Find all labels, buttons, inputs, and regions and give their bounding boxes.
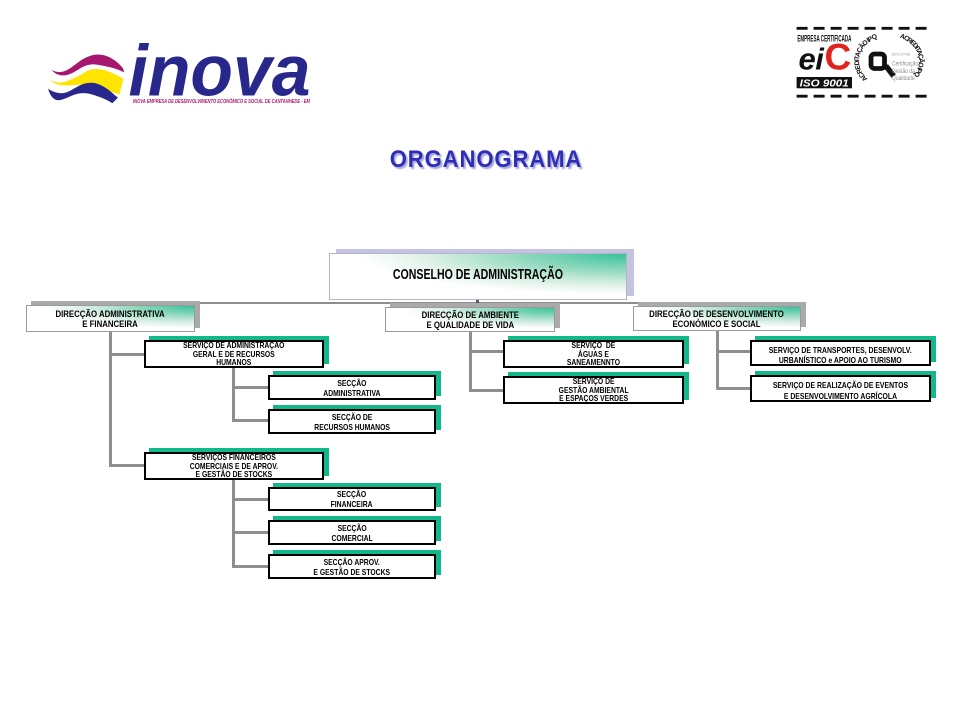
svg-text:ei: ei — [799, 42, 826, 77]
svg-text:ISO 9001: ISO 9001 — [800, 79, 849, 90]
svg-text:Qualidade: Qualidade — [892, 76, 915, 83]
svg-text:ACREDITAÇÃO IPQ: ACREDITAÇÃO IPQ — [854, 33, 878, 82]
svg-text:Gestão da: Gestão da — [892, 68, 916, 75]
svg-text:Certificação: Certificação — [892, 61, 918, 68]
svg-text:C: C — [825, 37, 852, 78]
svg-text:inova: inova — [129, 32, 311, 112]
svg-text:EMPRESA CERTIFICADA: EMPRESA CERTIFICADA — [797, 33, 851, 43]
svg-text:INOVA EMPRESA DE DESENVOLVIMEN: INOVA EMPRESA DE DESENVOLVIMENTO ECONÓMI… — [133, 98, 310, 105]
svg-text:69/CCP/98: 69/CCP/98 — [892, 52, 911, 56]
